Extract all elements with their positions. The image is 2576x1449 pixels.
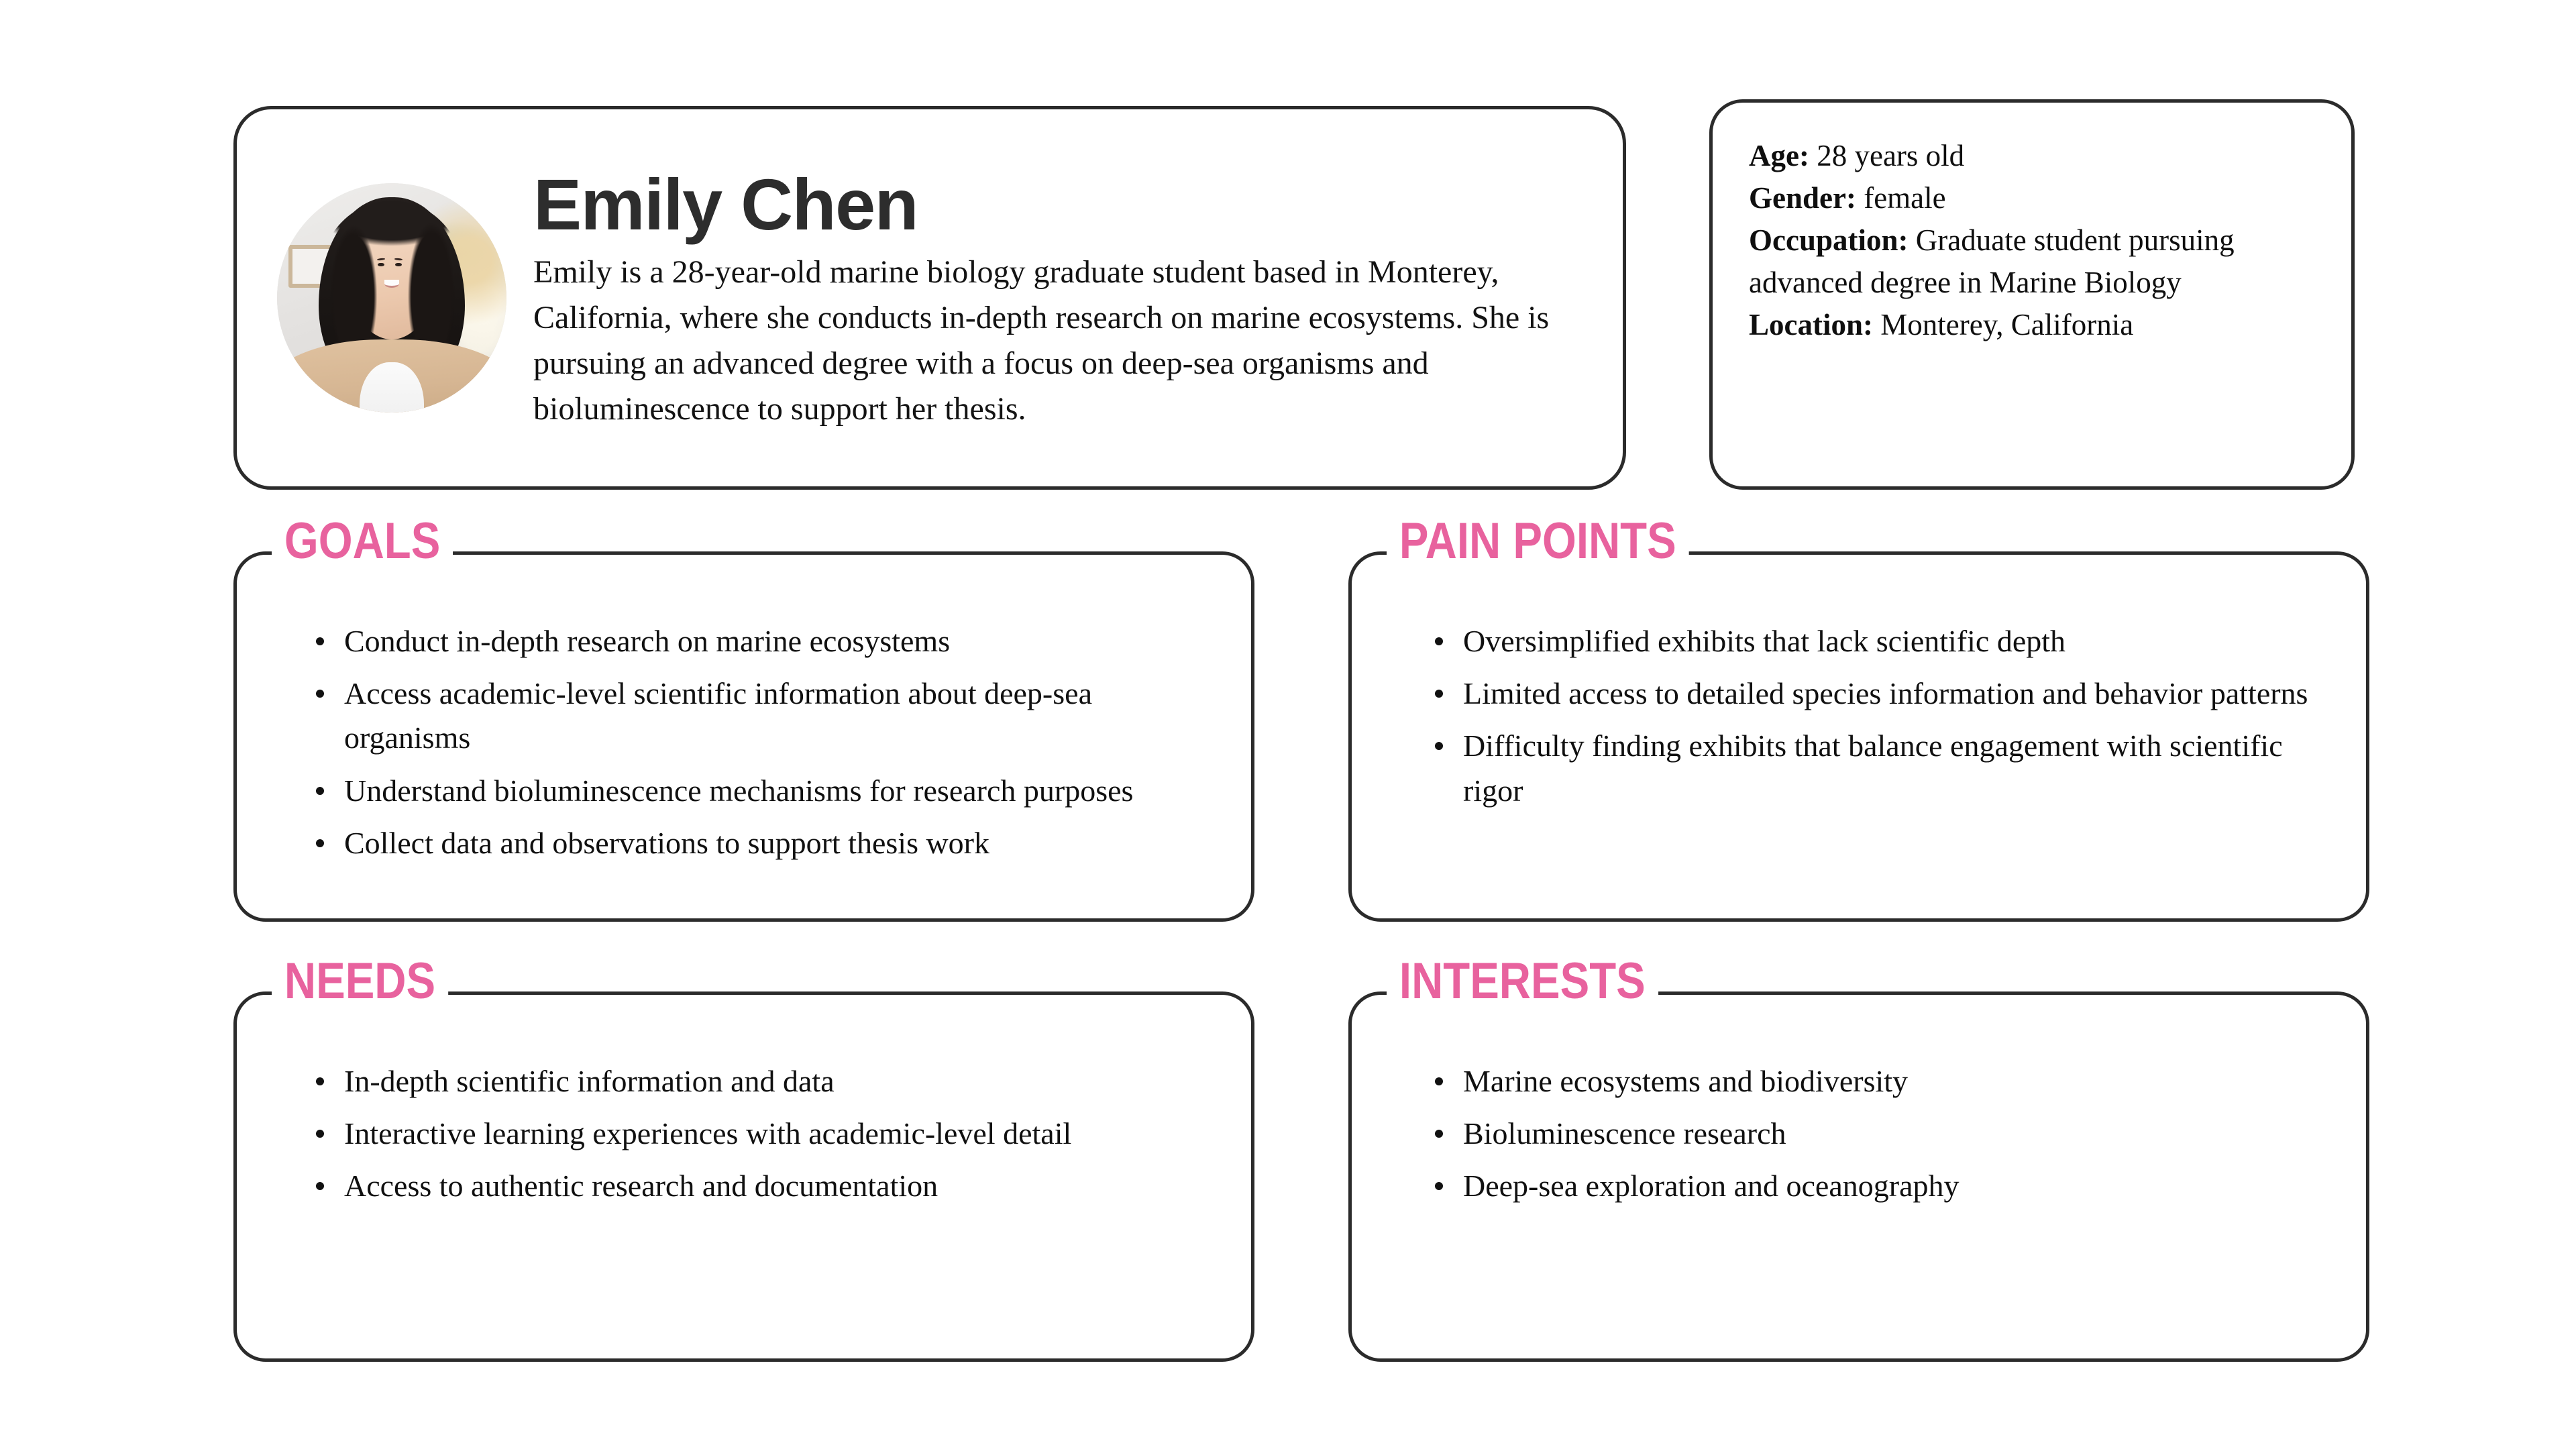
section-goals: GOALS Conduct in-depth research on marin… [233,516,1254,922]
demographics-age-value: 28 years old [1817,139,1965,172]
list-item: Conduct in-depth research on marine ecos… [312,619,1211,663]
demographics-gender: Gender: female [1749,177,2320,219]
needs-list: In-depth scientific information and data… [312,1059,1211,1209]
list-item: Access to authentic research and documen… [312,1164,1211,1208]
goals-list: Conduct in-depth research on marine ecos… [312,619,1211,865]
section-needs: NEEDS In-depth scientific information an… [233,956,1254,1362]
section-interests: INTERESTS Marine ecosystems and biodiver… [1348,956,2369,1362]
demographics-location-value: Monterey, California [1880,308,2134,341]
section-body-pain-points: Oversimplified exhibits that lack scient… [1352,555,2366,813]
list-item: Bioluminescence research [1431,1112,2326,1156]
section-title-interests: INTERESTS [1387,956,1658,1007]
demographics-gender-label: Gender: [1749,181,1856,215]
demographics-occupation: Occupation: Graduate student pursuing ad… [1749,219,2320,304]
list-item: Marine ecosystems and biodiversity [1431,1059,2326,1104]
demographics-location-label: Location: [1749,308,1873,341]
persona-header-card: Emily Chen Emily is a 28-year-old marine… [233,106,1626,490]
pain-points-list: Oversimplified exhibits that lack scient… [1431,619,2326,813]
list-item: Deep-sea exploration and oceanography [1431,1164,2326,1208]
section-title-needs: NEEDS [272,956,449,1007]
section-body-interests: Marine ecosystems and biodiversity Biolu… [1352,995,2366,1209]
interests-list: Marine ecosystems and biodiversity Biolu… [1431,1059,2326,1209]
section-title-pain-points: PAIN POINTS [1387,516,1689,567]
list-item: In-depth scientific information and data [312,1059,1211,1104]
demographics-age-label: Age: [1749,139,1809,172]
list-item: Understand bioluminescence mechanisms fo… [312,769,1211,813]
persona-name: Emily Chen [533,163,919,245]
section-body-goals: Conduct in-depth research on marine ecos… [237,555,1251,865]
persona-header-text: Emily Chen Emily is a 28-year-old marine… [533,164,1596,433]
demographics-occupation-label: Occupation: [1749,223,1909,257]
list-item: Interactive learning experiences with ac… [312,1112,1211,1156]
avatar [277,183,506,413]
demographics-occupation-value: Graduate student pursuing advanced degre… [1749,223,2235,299]
list-item: Difficulty finding exhibits that balance… [1431,724,2326,812]
section-title-goals: GOALS [272,516,453,567]
demographics-location: Location: Monterey, California [1749,304,2320,346]
list-item: Limited access to detailed species infor… [1431,672,2326,716]
list-item: Access academic-level scientific informa… [312,672,1211,760]
demographics-gender-value: female [1864,181,1946,215]
list-item: Collect data and observations to support… [312,821,1211,865]
section-pain-points: PAIN POINTS Oversimplified exhibits that… [1348,516,2369,922]
section-body-needs: In-depth scientific information and data… [237,995,1251,1209]
list-item: Oversimplified exhibits that lack scient… [1431,619,2326,663]
demographics-card: Age: 28 years old Gender: female Occupat… [1709,99,2355,490]
persona-bio: Emily is a 28-year-old marine biology gr… [533,254,1550,427]
demographics-age: Age: 28 years old [1749,135,2320,177]
